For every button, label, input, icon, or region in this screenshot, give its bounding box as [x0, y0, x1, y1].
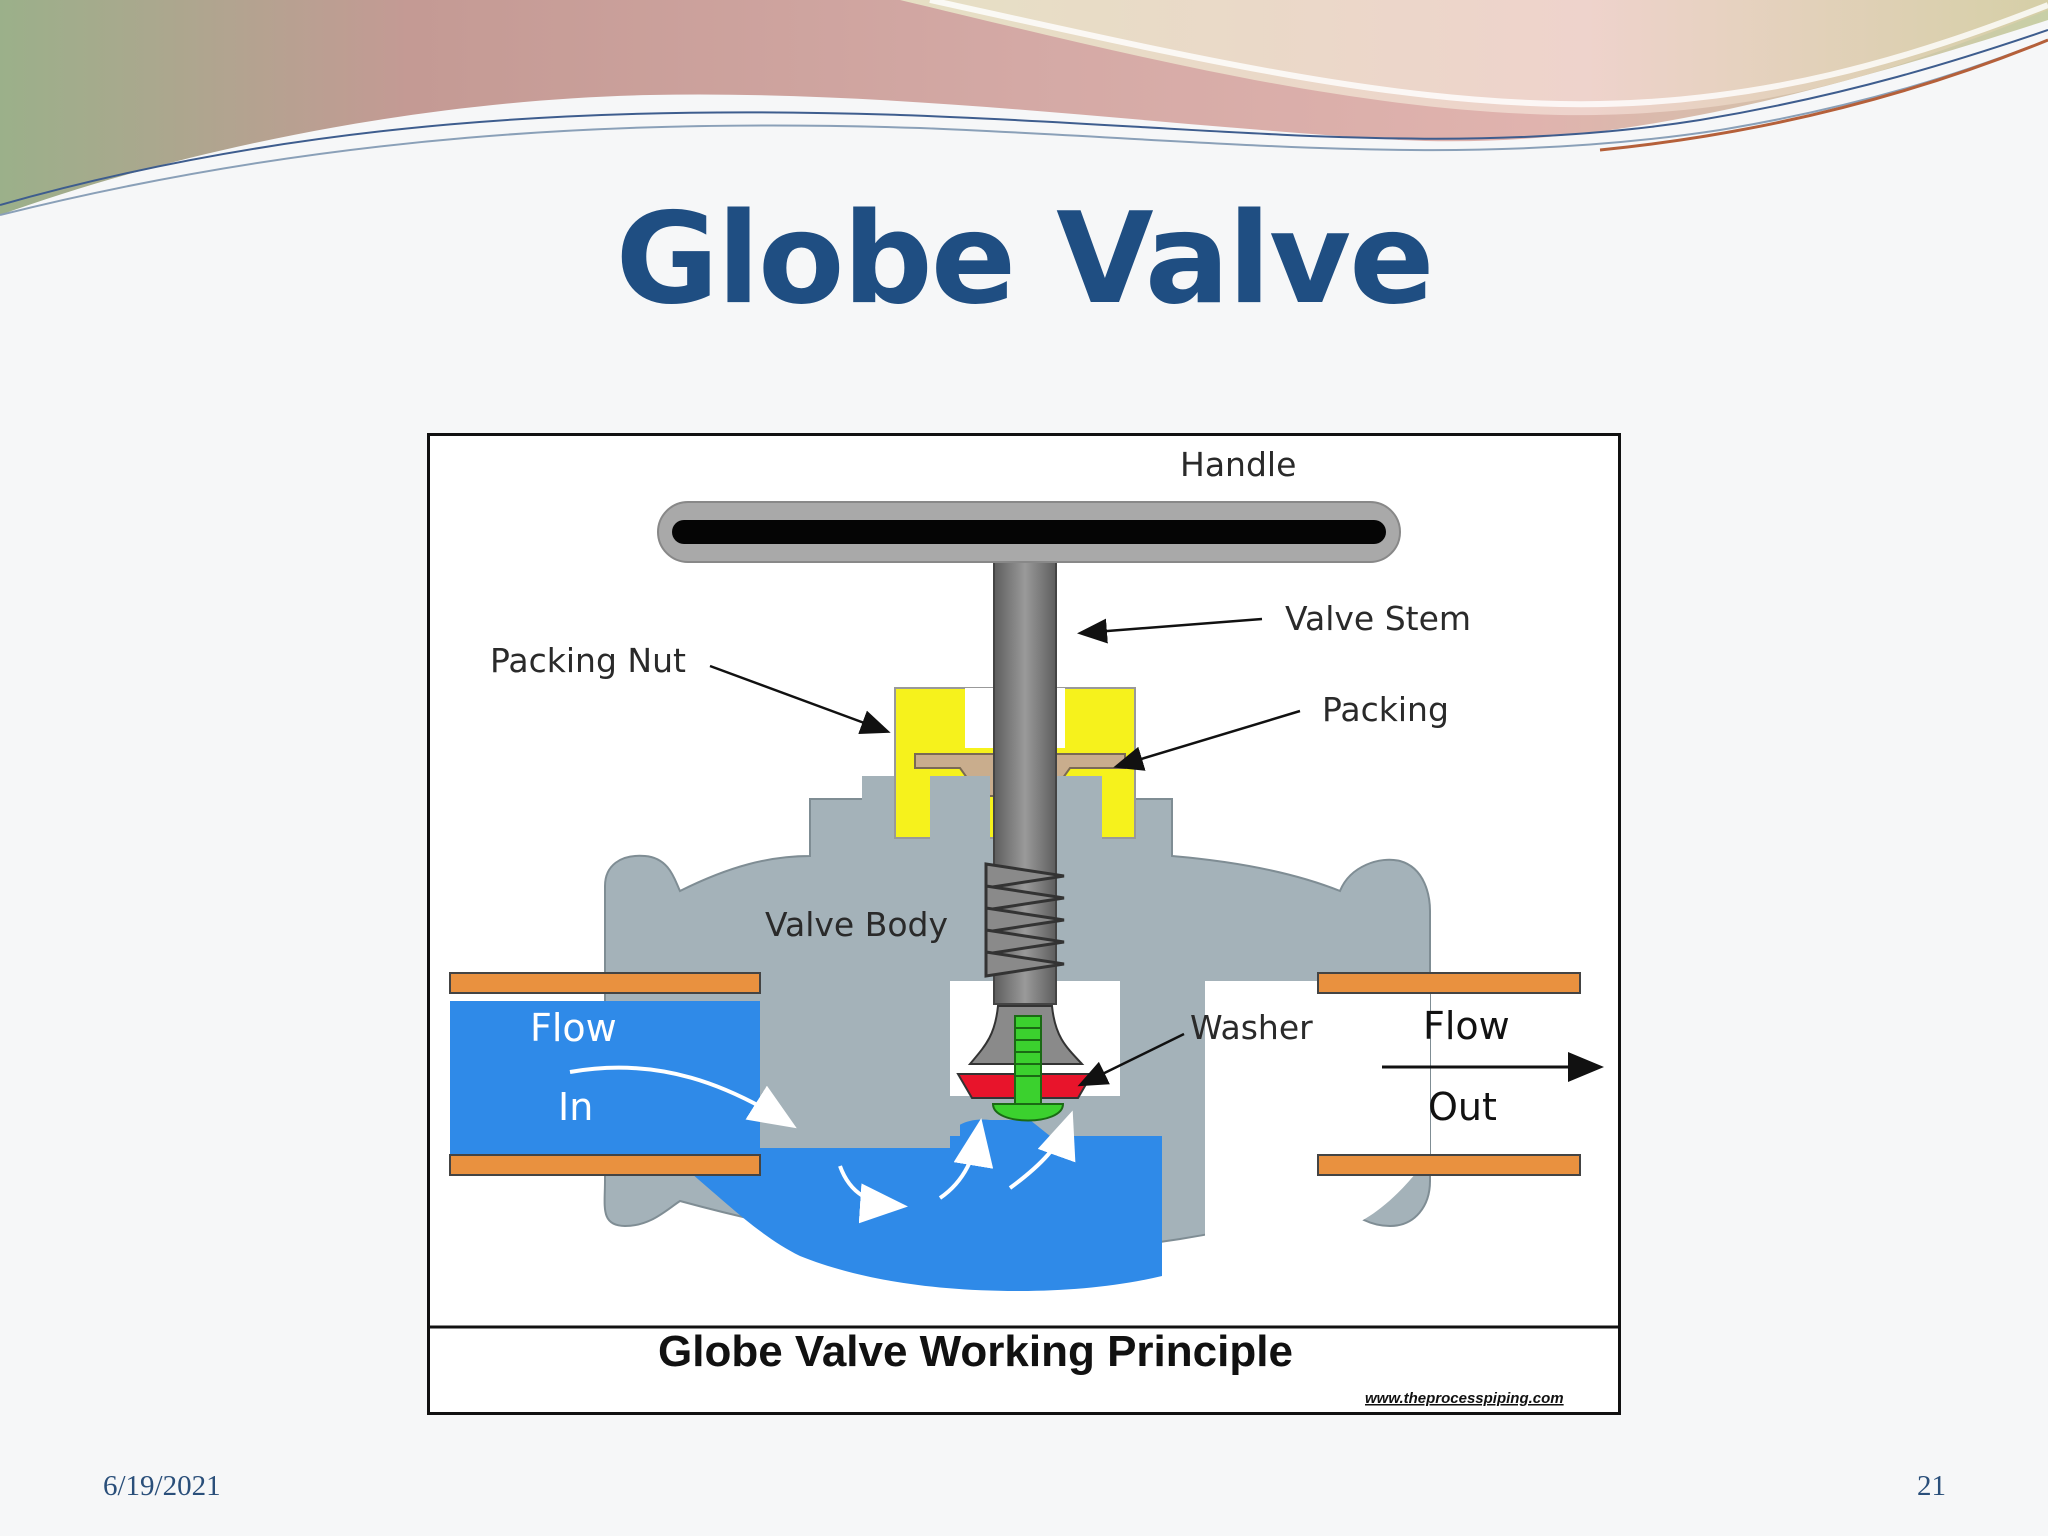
label-flow-out-2: Out	[1428, 1085, 1497, 1129]
valve-illustration: Handle Valve Stem Packing Nut Packing Va…	[430, 445, 1618, 1407]
valve-stem-leader	[1077, 617, 1263, 644]
slide-title: Globe Valve	[615, 185, 1434, 332]
label-packing-nut: Packing Nut	[490, 641, 686, 680]
outlet-chamber	[1162, 981, 1430, 1262]
flow-arrows	[569, 1065, 1076, 1224]
slide-page-number: 21	[1917, 1470, 1946, 1502]
screw	[1014, 1015, 1042, 1105]
outlet-pipe-bottom	[1317, 1154, 1581, 1176]
label-washer: Washer	[1190, 1008, 1313, 1047]
label-valve-stem: Valve Stem	[1285, 599, 1471, 638]
label-valve-body: Valve Body	[765, 905, 948, 944]
source-credit: www.theprocesspiping.com	[1365, 1390, 1564, 1407]
packing-leader	[1113, 709, 1301, 771]
flow-fluid	[450, 1001, 1162, 1291]
outlet-pipe-top	[1317, 972, 1581, 994]
inlet-pipe-top	[449, 972, 761, 994]
label-packing: Packing	[1322, 690, 1449, 729]
label-flow-in-2: In	[558, 1085, 593, 1129]
washer-leader	[1077, 1032, 1185, 1087]
label-flow-out-1: Flow	[1423, 1004, 1510, 1048]
header-wave-banner	[0, 0, 2048, 216]
diagram-caption: Globe Valve Working Principle	[658, 1327, 1293, 1376]
inlet-pipe-bottom	[449, 1154, 761, 1176]
packing-nut-leader	[709, 664, 891, 735]
label-handle: Handle	[1180, 445, 1296, 484]
slide-date: 6/19/2021	[103, 1470, 221, 1502]
label-flow-in-1: Flow	[530, 1006, 617, 1050]
stem-threads	[984, 862, 1065, 978]
globe-valve-diagram: Handle Valve Stem Packing Nut Packing Va…	[427, 433, 1621, 1415]
